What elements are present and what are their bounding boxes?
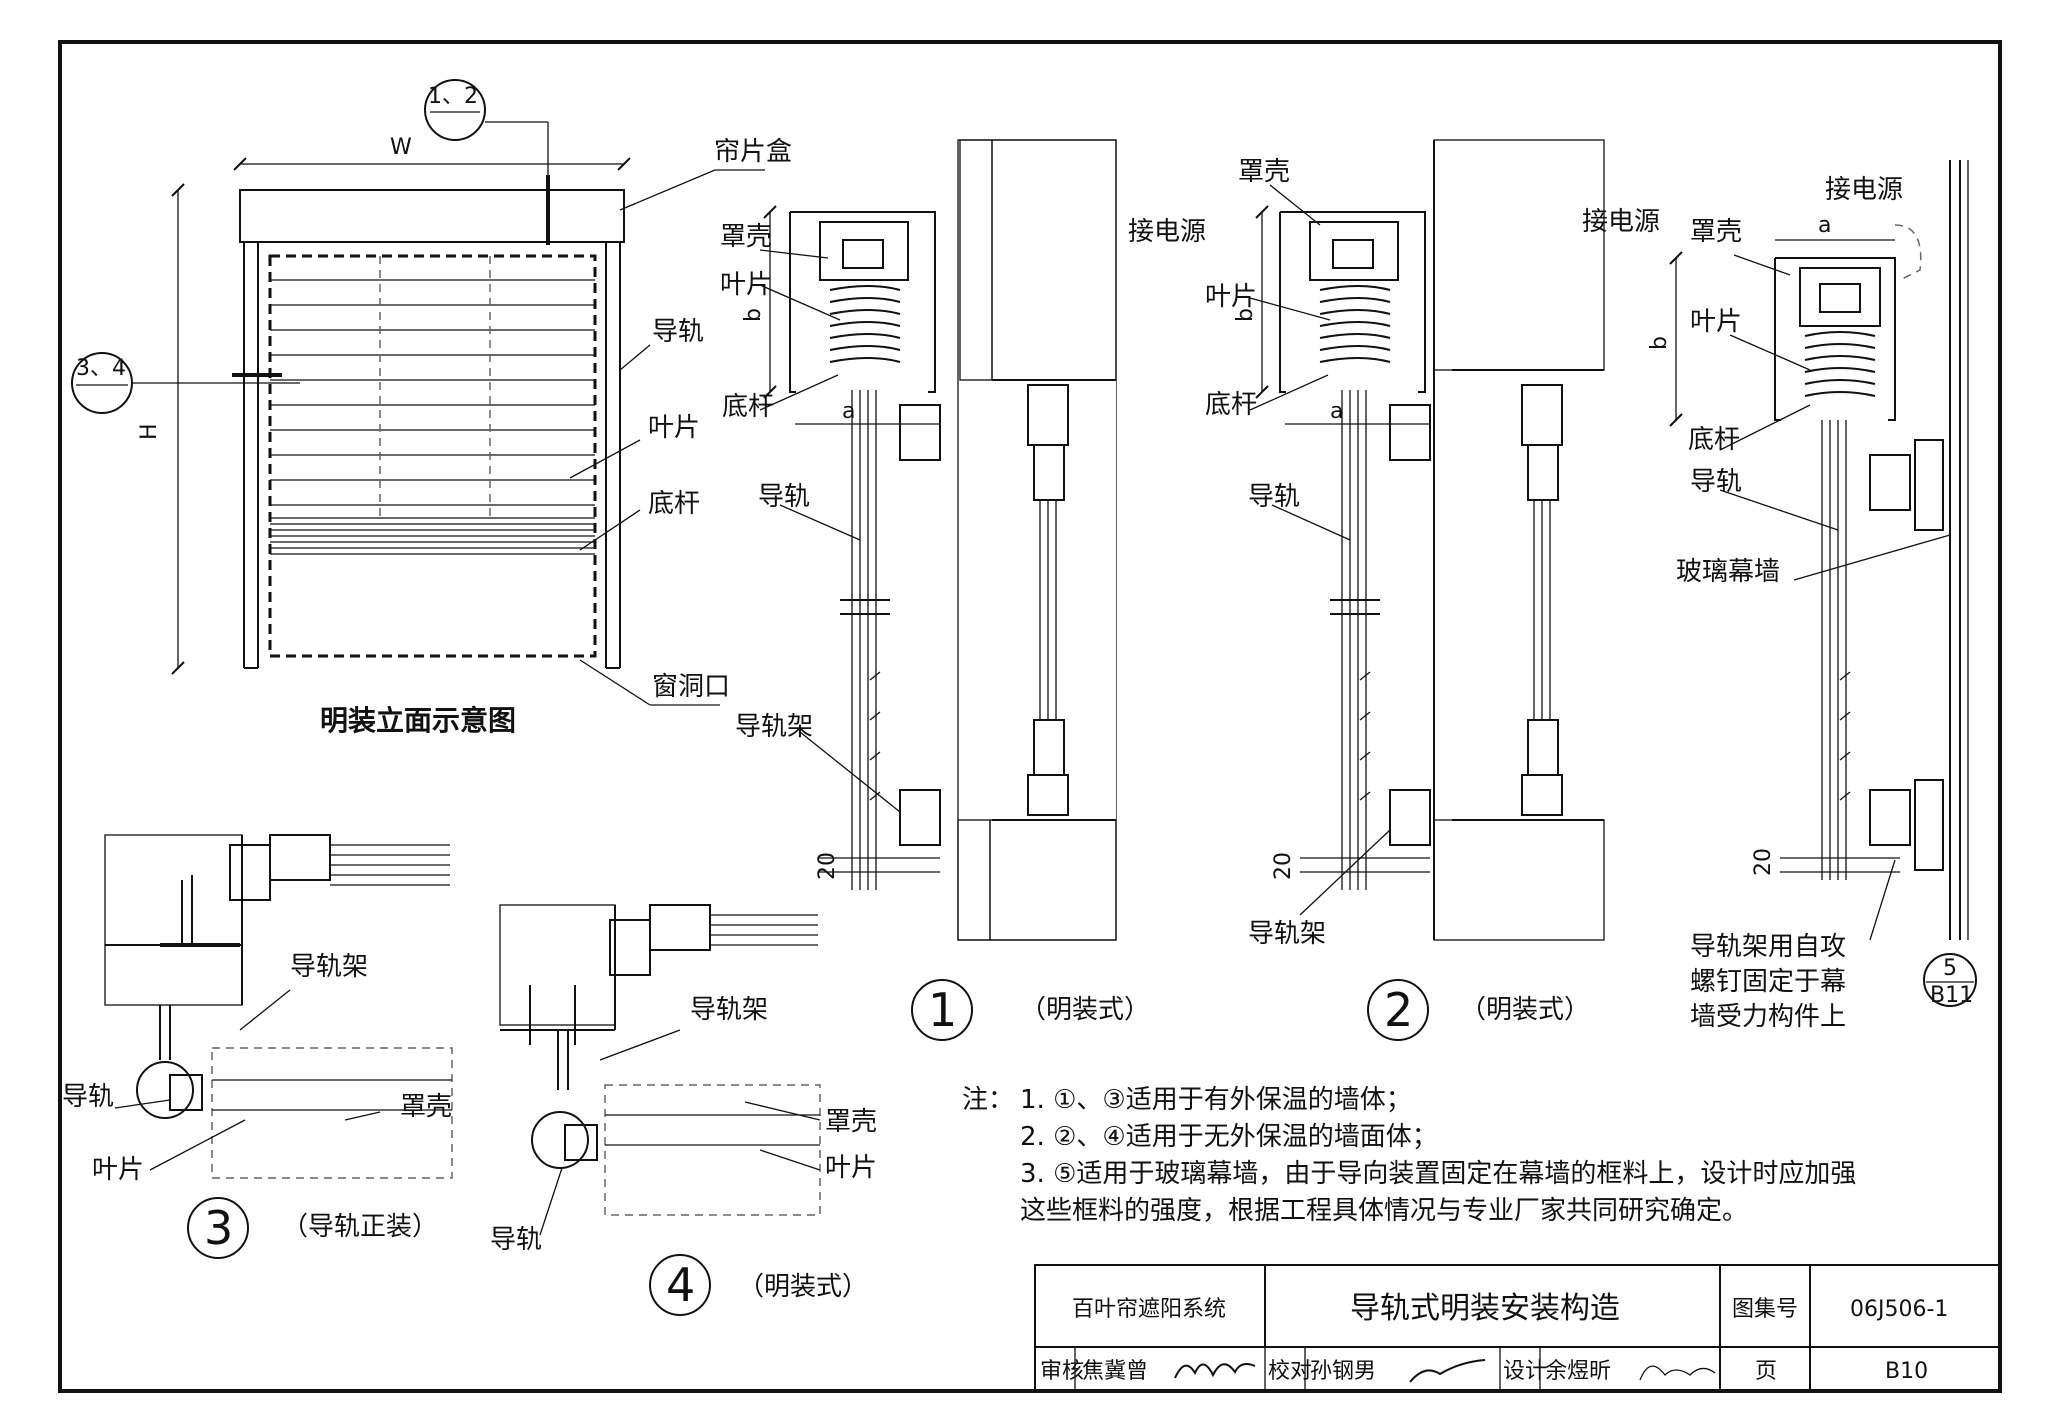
label-bottom-bar: 底杆 (648, 489, 700, 519)
s2-label-power: 接电源 (1582, 207, 1660, 237)
s1-dim-a: a (842, 399, 855, 424)
dim-w: W (390, 135, 412, 160)
d3-label-blade: 叶片 (92, 1155, 144, 1185)
d3-number: 3 (204, 1201, 233, 1255)
s1-number-circle (911, 979, 973, 1041)
d3-number-circle (187, 1197, 249, 1259)
tb-title: 导轨式明装安装构造 (1350, 1291, 1620, 1326)
s1-label-power: 接电源 (1128, 217, 1206, 247)
s2-dim-b: b (1233, 308, 1258, 322)
tb-design-label: 设计 (1503, 1359, 1547, 1384)
tb-review-label: 审核 (1040, 1359, 1084, 1384)
s2-number: 2 (1384, 983, 1413, 1037)
d4-label-blade: 叶片 (825, 1153, 877, 1183)
d4-label-rail: 导轨 (490, 1225, 542, 1255)
d4-label-rail-bracket: 导轨架 (690, 995, 768, 1025)
d4-number-circle (649, 1254, 711, 1316)
note-line-2: 2. ②、④适用于无外保温的墙面体； (1020, 1122, 1438, 1152)
s5-note-line-1: 导轨架用自攻 (1690, 932, 1846, 962)
tb-page-no: B10 (1885, 1359, 1928, 1384)
s1-dim-b: b (741, 308, 766, 322)
review-signature (1174, 1363, 1256, 1379)
note-line-3: 3. ⑤适用于玻璃幕墙，由于导向装置固定在幕墙的框料上，设计时应加强 (1020, 1159, 1856, 1189)
s1-dim-20: 20 (815, 852, 840, 880)
section-1: b a 20 罩壳 叶片 底杆 导轨 导轨架 接电源 1 （明装式） (720, 139, 1206, 1041)
s1-label-cover: 罩壳 (720, 222, 772, 252)
s1-number: 1 (928, 983, 957, 1037)
s5-label-curtain-wall: 玻璃幕墙 (1676, 557, 1780, 587)
s2-dim-a: a (1330, 399, 1343, 424)
s2-caption: （明装式） (1460, 995, 1590, 1025)
tb-check-name: 孙钢男 (1310, 1359, 1376, 1384)
s5-label-cover: 罩壳 (1690, 217, 1742, 247)
tb-design-name: 余煜昕 (1545, 1359, 1611, 1384)
label-rail: 导轨 (652, 317, 704, 347)
section-2: b a 20 罩壳 叶片 底杆 导轨 导轨架 接电源 2 （明装式） (1205, 139, 1660, 1041)
note-line-1: 1. ①、③适用于有外保温的墙体； (1020, 1085, 1412, 1115)
design-signature (1639, 1365, 1716, 1381)
s5-ref-bottom: B11 (1930, 983, 1973, 1008)
notes: 注： 1. ①、③适用于有外保温的墙体； 2. ②、④适用于无外保温的墙面体； … (962, 1085, 1856, 1226)
s5-label-blade: 叶片 (1690, 307, 1742, 337)
detail-4: 导轨架 罩壳 叶片 导轨 4 （明装式） (490, 904, 877, 1316)
dim-h: H (137, 423, 162, 440)
s2-label-bottom-bar: 底杆 (1205, 390, 1257, 420)
tb-page-label: 页 (1755, 1359, 1777, 1384)
tb-system: 百叶帘遮阳系统 (1072, 1297, 1226, 1322)
s5-dim-20: 20 (1751, 848, 1776, 876)
d4-number: 4 (666, 1258, 695, 1312)
s1-label-blade: 叶片 (720, 270, 772, 300)
tb-atlas-label: 图集号 (1732, 1297, 1798, 1322)
label-box: 帘片盒 (714, 137, 792, 167)
d4-caption: （明装式） (738, 1272, 868, 1302)
elevation-view: W H 1、2 3、4 帘片盒 导轨 叶片 底杆 窗洞口 明装立面示意图 (71, 79, 792, 737)
ref-12: 1、2 (428, 84, 478, 109)
s5-label-power: 接电源 (1825, 175, 1903, 205)
s2-label-rail-bracket: 导轨架 (1248, 919, 1326, 949)
check-signature (1409, 1359, 1486, 1383)
notes-prefix: 注： (962, 1085, 1014, 1115)
note-line-4: 这些框料的强度，根据工程具体情况与专业厂家共同研究确定。 (1020, 1196, 1748, 1226)
d4-label-cover: 罩壳 (825, 1107, 877, 1137)
s5-label-rail: 导轨 (1690, 467, 1742, 497)
tb-atlas-no: 06J506-1 (1850, 1297, 1948, 1322)
label-blade: 叶片 (648, 413, 700, 443)
s2-label-cover: 罩壳 (1238, 157, 1290, 187)
ref-circle-12 (424, 79, 486, 141)
title-block: 百叶帘遮阳系统 导轨式明装安装构造 图集号 06J506-1 审核 焦冀曾 校对… (1034, 1264, 2001, 1392)
s5-dim-a: a (1818, 213, 1831, 238)
d3-label-rail-bracket: 导轨架 (290, 952, 368, 982)
s1-label-rail: 导轨 (758, 482, 810, 512)
blade-lines (270, 256, 595, 555)
section-5: a b 20 接电源 罩壳 叶片 底杆 导轨 玻璃幕墙 导轨架用自攻 螺钉固定于… (1647, 160, 1977, 1032)
s1-label-rail-bracket: 导轨架 (735, 712, 813, 742)
blind-box (239, 189, 625, 243)
elevation-title: 明装立面示意图 (320, 704, 516, 737)
s2-label-blade: 叶片 (1205, 282, 1257, 312)
ref-34: 3、4 (76, 356, 126, 381)
tb-review-name: 焦冀曾 (1082, 1359, 1148, 1384)
s5-note-line-3: 墙受力构件上 (1690, 1002, 1846, 1032)
sheet-border (58, 40, 2002, 1393)
s5-label-bottom-bar: 底杆 (1688, 425, 1740, 455)
s5-note-line-2: 螺钉固定于幕 (1690, 967, 1846, 997)
s5-dim-b: b (1647, 336, 1672, 350)
d3-caption: （导轨正装） (282, 1212, 438, 1242)
s1-caption: （明装式） (1020, 995, 1150, 1025)
window-opening (268, 254, 597, 658)
s1-label-bottom-bar: 底杆 (722, 392, 774, 422)
d3-label-rail: 导轨 (62, 1082, 114, 1112)
d3-label-cover: 罩壳 (400, 1092, 452, 1122)
label-window-opening: 窗洞口 (652, 672, 730, 702)
detail-3: 导轨架 导轨 罩壳 叶片 3 （导轨正装） (62, 834, 453, 1259)
s5-ref-top: 5 (1943, 956, 1957, 981)
s2-label-rail: 导轨 (1248, 482, 1300, 512)
s2-dim-20: 20 (1271, 852, 1296, 880)
s2-number-circle (1367, 979, 1429, 1041)
s5-ref-circle (1923, 953, 1977, 1007)
tb-check-label: 校对 (1268, 1359, 1312, 1384)
